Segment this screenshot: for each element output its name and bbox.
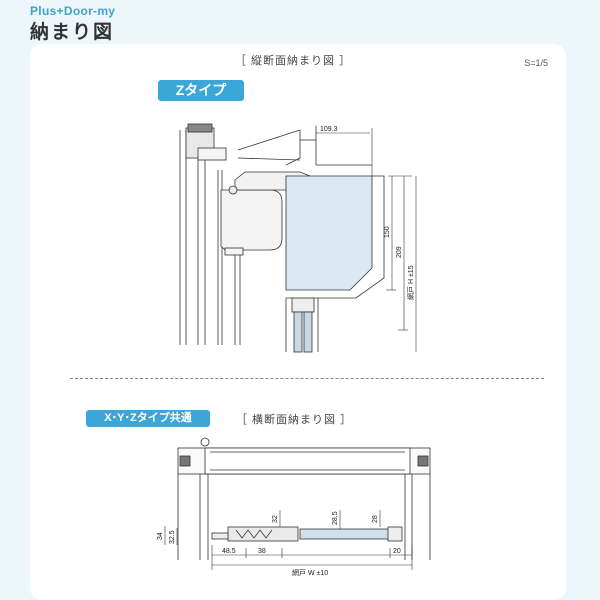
page-title: 納まり図 [30, 22, 115, 43]
dim-150: 150 [384, 226, 391, 238]
vertical-section-title: ［ 縦断面納まり図 ］ [235, 55, 352, 67]
dim-width: 網戸 W ±10 [292, 568, 328, 577]
z-type-tag: Zタイプ [158, 80, 244, 101]
vertical-section-drawing [179, 123, 417, 353]
dim-32: 32 [272, 515, 279, 523]
horizontal-section-drawing [164, 437, 431, 570]
horizontal-section-title: ［ 横断面納まり図 ］ [236, 414, 353, 426]
dim-48-5: 48.5 [222, 548, 236, 555]
section-divider [70, 378, 544, 379]
dim-34: 34 [157, 532, 164, 540]
dim-height: 網戸 H ±15 [406, 265, 415, 300]
dim-209: 209 [396, 246, 403, 258]
dim-20: 20 [393, 548, 401, 555]
scale-label: S=1/5 [524, 58, 548, 68]
dim-28-5: 28.5 [332, 511, 339, 525]
xyz-common-tag: X･Y･Zタイプ共通 [86, 410, 210, 427]
brand-logo: Plus+Door-my [30, 4, 116, 18]
dim-38: 38 [258, 548, 266, 555]
dim-32-5: 32.5 [169, 530, 176, 544]
dim-28: 28 [372, 515, 379, 523]
dim-109-3: 109.3 [320, 126, 338, 133]
drawing-panel: ［ 縦断面納まり図 ］ S=1/5 Zタイプ X･Y･Zタイプ共通 ［ 横断面納… [30, 44, 566, 600]
